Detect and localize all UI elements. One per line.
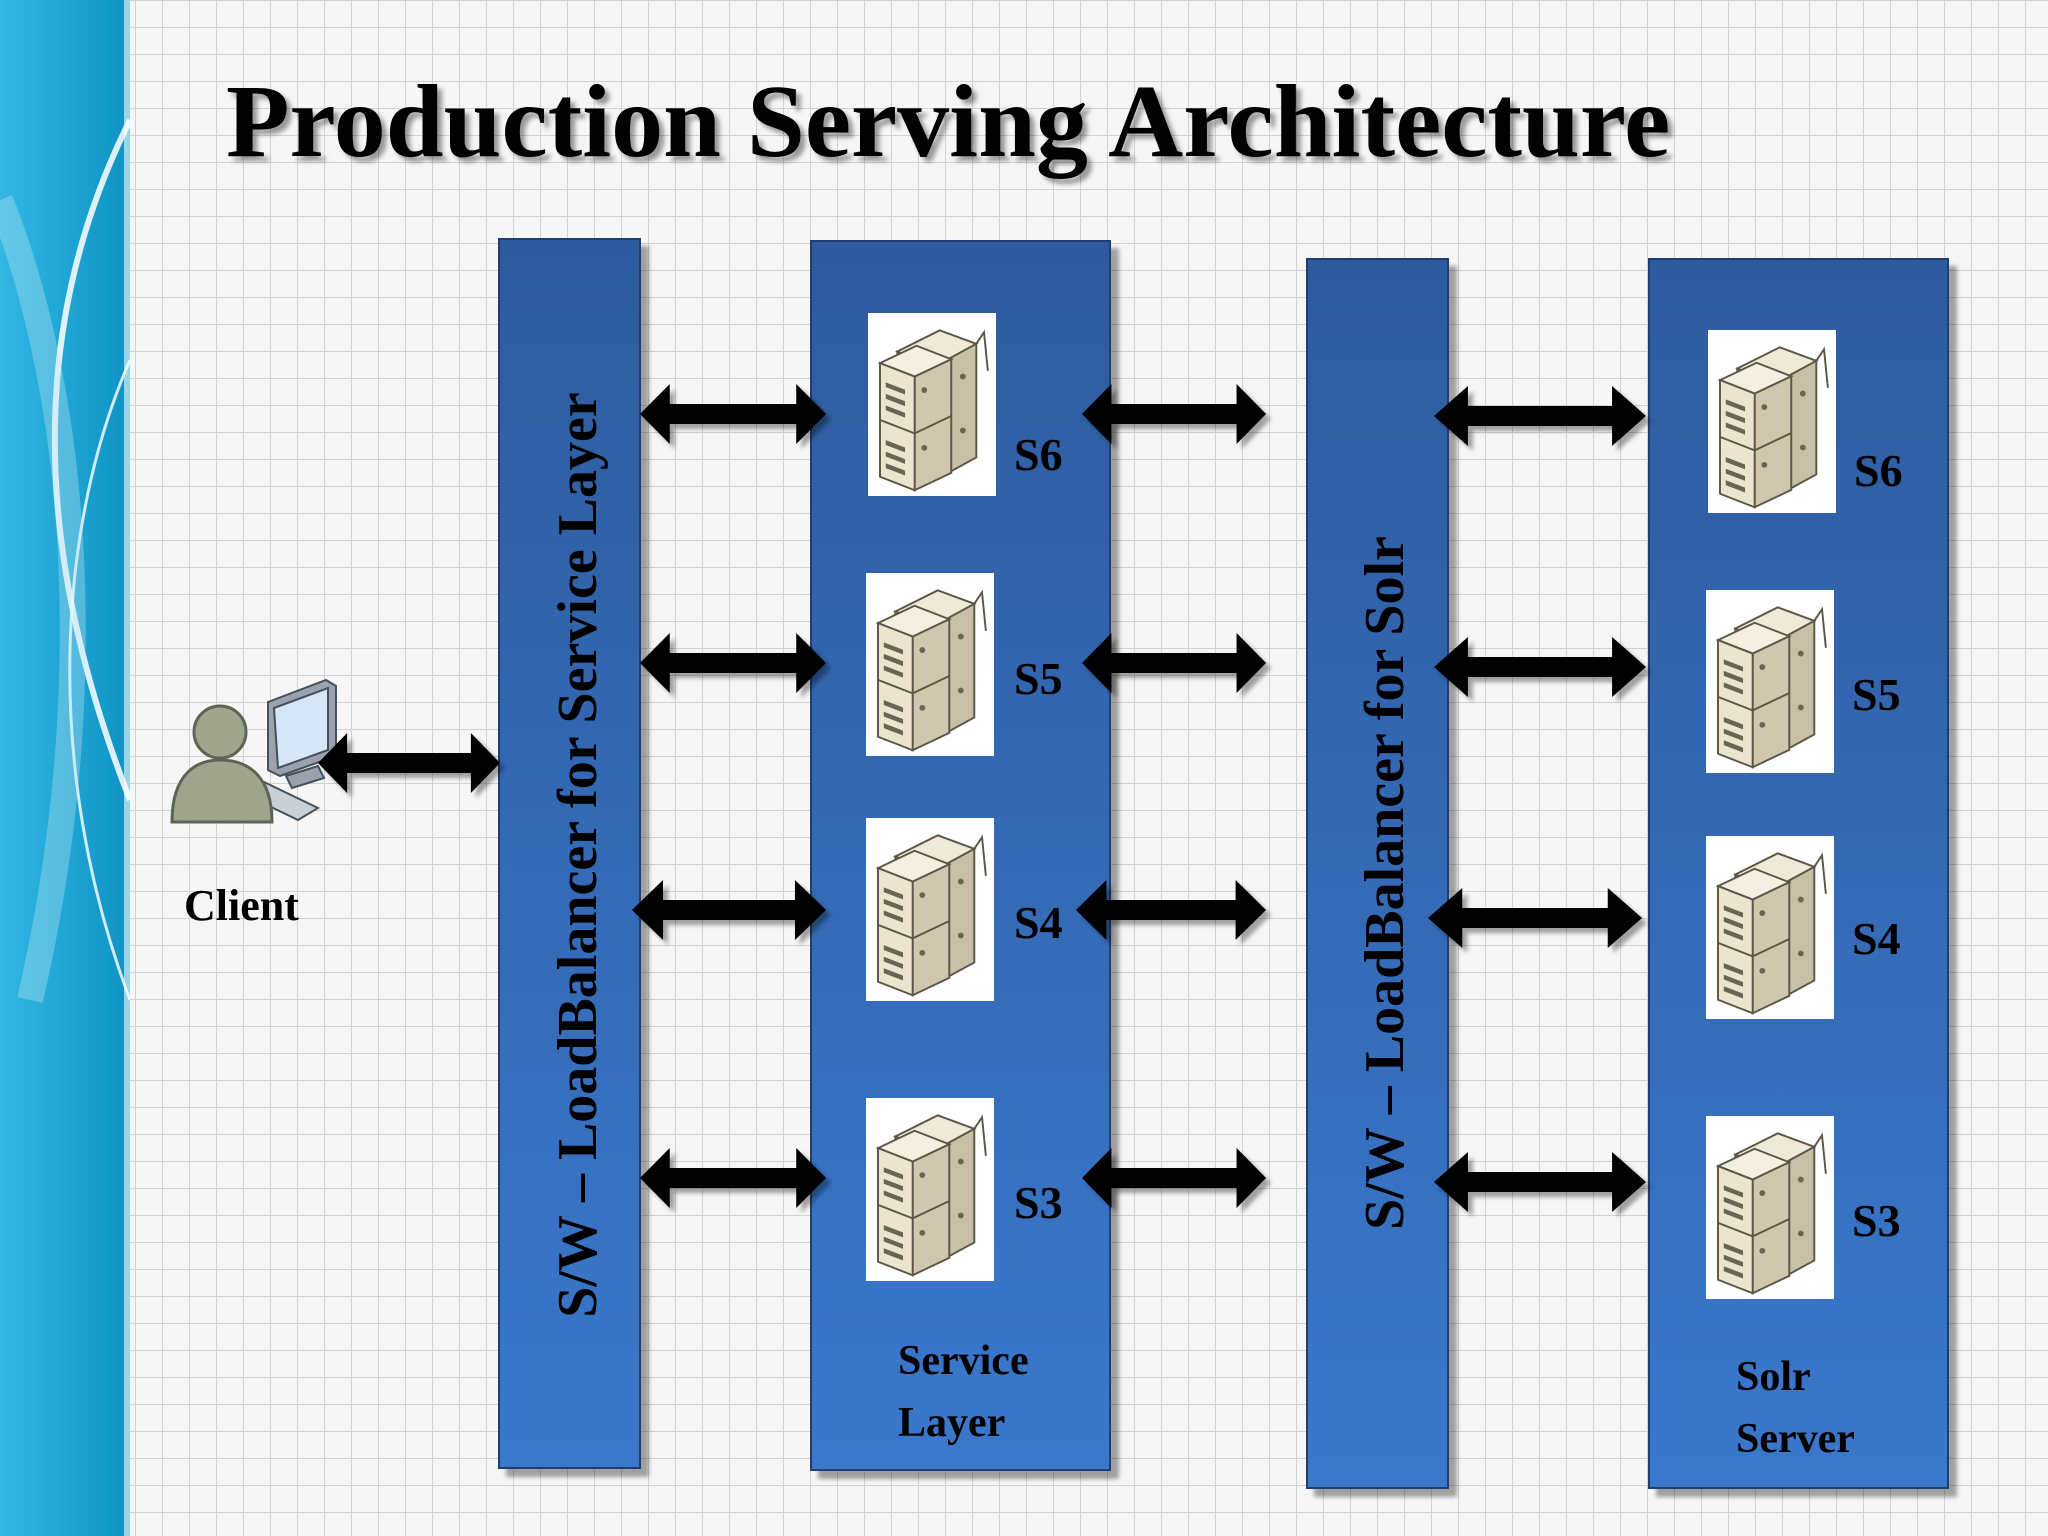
service-server-s5-label: S5 (1014, 653, 1063, 704)
arrow-lbsolr-solr-s4 (1428, 888, 1642, 948)
solr-server-caption: Solr Server (1736, 1346, 1855, 1470)
arrow-service-lbsolr-s4 (1076, 880, 1266, 940)
solr-server-s4-icon (1706, 836, 1834, 1019)
solr-server-s3-label: S3 (1852, 1195, 1901, 1246)
page-title: Production Serving Architecture (226, 64, 1671, 179)
arrow-lb-service-s4 (632, 880, 826, 940)
service-server-s4-icon (866, 818, 994, 1001)
arrow-client-lb (318, 733, 500, 793)
solr-load-balancer-panel (1306, 258, 1449, 1489)
arrow-lbsolr-solr-s6 (1434, 386, 1646, 446)
service-layer-caption-line-1: Service (898, 1338, 1029, 1384)
solr-server-caption-line-2: Server (1736, 1416, 1855, 1462)
service-load-balancer-panel (498, 238, 641, 1469)
service-server-s6-icon (868, 313, 996, 496)
decorative-side-band (0, 0, 130, 1536)
solr-server-caption-line-1: Solr (1736, 1354, 1811, 1400)
arrow-lbsolr-solr-s5 (1434, 637, 1646, 697)
solr-server-s6-icon (1708, 330, 1836, 513)
service-server-s3-icon (866, 1098, 994, 1281)
service-layer-caption-line-2: Layer (898, 1400, 1006, 1446)
solr-server-s5-label: S5 (1852, 669, 1901, 720)
solr-server-s3-icon (1706, 1116, 1834, 1299)
service-layer-caption: Service Layer (898, 1330, 1029, 1454)
arrow-service-lbsolr-s5 (1082, 633, 1266, 693)
solr-server-s4-label: S4 (1852, 913, 1901, 964)
service-server-s3-label: S3 (1014, 1177, 1063, 1228)
arrow-service-lbsolr-s6 (1082, 384, 1266, 444)
arrow-lb-service-s3 (640, 1148, 826, 1208)
service-server-s6-label: S6 (1014, 429, 1063, 480)
service-server-s4-label: S4 (1014, 897, 1063, 948)
service-server-s5-icon (866, 573, 994, 756)
arrow-service-lbsolr-s3 (1082, 1148, 1266, 1208)
client-label: Client (184, 881, 299, 930)
solr-server-s5-icon (1706, 590, 1834, 773)
arrow-lbsolr-solr-s3 (1434, 1152, 1646, 1212)
user-computer-icon (170, 678, 337, 824)
arrow-lb-service-s6 (640, 384, 826, 444)
arrow-lb-service-s5 (640, 633, 826, 693)
solr-server-s6-label: S6 (1854, 445, 1903, 496)
